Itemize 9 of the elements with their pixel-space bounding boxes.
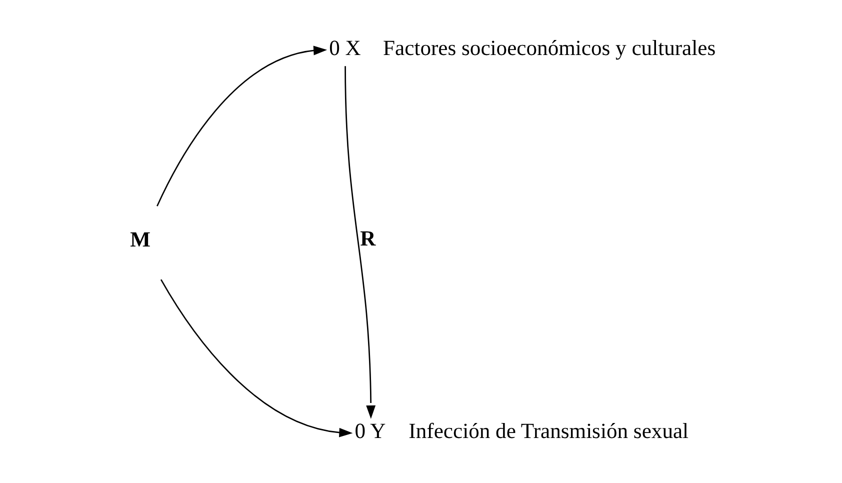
node-text: M bbox=[130, 228, 150, 252]
node-label: Factores socioeconómicos y culturales bbox=[382, 36, 716, 60]
edge-label: R bbox=[360, 226, 376, 250]
arrow bbox=[160, 279, 352, 438]
arrow bbox=[156, 46, 327, 206]
node-label: Infección de Transmisión sexual bbox=[408, 419, 688, 444]
node-text: 0 X bbox=[328, 36, 360, 60]
node-text: 0 Y bbox=[354, 419, 386, 444]
arrow bbox=[344, 66, 376, 419]
